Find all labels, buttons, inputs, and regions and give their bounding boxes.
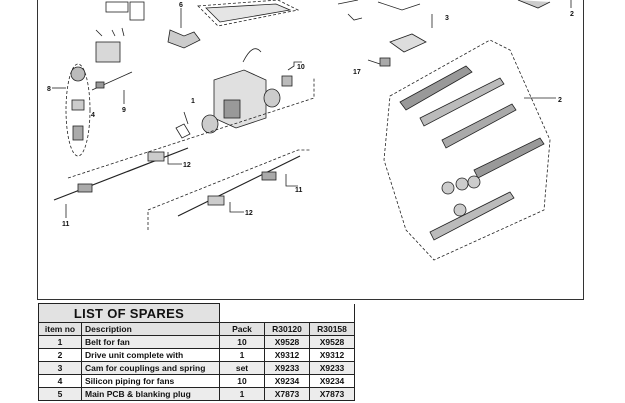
- fan-gear: [70, 66, 86, 82]
- lower-worm-gear: [261, 171, 277, 181]
- callout-11b: 11: [295, 187, 303, 194]
- callout-11a: 11: [62, 221, 70, 228]
- diagram-drawing: 6 8 4 9 1 10 12 11 12 11 3 17 2 2: [47, 0, 574, 261]
- callout-4: 4: [91, 112, 95, 119]
- callout-10: 10: [297, 64, 305, 71]
- part-3-cam-assembly: [389, 33, 427, 53]
- top-clip-part: [129, 1, 145, 21]
- screws-group: [95, 27, 125, 37]
- top-bracket-part: [105, 1, 129, 13]
- callout-10-leader: [287, 61, 302, 71]
- header-pack: Pack: [219, 322, 265, 336]
- upper-drive-shaft: [53, 147, 189, 201]
- callout-8: 8: [47, 86, 51, 93]
- callout-11b-leader: [285, 174, 298, 187]
- upper-worm-gear: [77, 183, 93, 193]
- bogie-frame-5: [429, 191, 515, 241]
- table-row: 1 Belt for fan 10 X9528 X9528: [38, 335, 355, 349]
- table-row: 5 Main PCB & blanking plug 1 X7873 X7873: [38, 387, 355, 401]
- callout-9: 9: [122, 107, 126, 114]
- shaft-collar: [95, 81, 105, 89]
- part-10-coupling: [281, 75, 293, 87]
- callout-3: 3: [445, 15, 449, 22]
- fan-stack-enclosure: [65, 63, 91, 157]
- motor-block: [213, 69, 267, 129]
- table-row: 3 Cam for couplings and spring set X9233…: [38, 361, 355, 375]
- upper-coupling: [147, 151, 165, 162]
- wheel-1: [441, 181, 455, 195]
- callout-12a-leader: [167, 152, 182, 165]
- screws-right: [337, 0, 363, 21]
- lower-drive-enclosure: [147, 149, 310, 230]
- part-6-bracket: [167, 29, 201, 49]
- header-item-no: item no: [38, 322, 82, 336]
- callout-17: 17: [353, 69, 361, 76]
- bogie-enclosure: [383, 39, 551, 261]
- part-17-bush: [379, 57, 391, 67]
- table-row: 2 Drive unit complete with 1 X9312 X9312: [38, 348, 355, 362]
- spares-table: LIST OF SPARES item no Description Pack …: [38, 303, 355, 401]
- exploded-parts-diagram: 6 8 4 9 1 10 12 11 12 11 3 17 2 2: [37, 0, 584, 300]
- fan-body: [72, 125, 84, 141]
- top-right-part: [517, 0, 551, 9]
- flywheel-left: [201, 114, 219, 134]
- callout-1-leader: [183, 111, 189, 125]
- top-plate-outline: [197, 0, 300, 27]
- bogie-frame-3: [441, 103, 517, 149]
- lower-drive-shaft: [177, 155, 301, 217]
- upper-drive-enclosure: [67, 78, 315, 179]
- callout-2a: 2: [570, 11, 574, 18]
- callout-12b-leader: [229, 202, 244, 213]
- wheel-2: [455, 177, 469, 191]
- bogie-frame-4: [473, 137, 545, 179]
- top-plate: [205, 3, 292, 23]
- motor-wires: [242, 48, 262, 63]
- flywheel-right: [263, 88, 281, 108]
- header-r30120: R30120: [264, 322, 310, 336]
- spares-title: LIST OF SPARES: [38, 303, 220, 323]
- header-description: Description: [81, 322, 220, 336]
- lower-coupling: [207, 195, 225, 206]
- callout-12b: 12: [245, 210, 253, 217]
- bogie-frame-1: [399, 65, 473, 111]
- belt-part: [175, 123, 191, 139]
- spares-header-row: item no Description Pack R30120 R30158: [38, 322, 355, 336]
- fan-bush: [71, 99, 85, 111]
- callout-17-leader: [367, 59, 381, 65]
- callout-6: 6: [179, 2, 183, 9]
- bogie-frame-2: [419, 77, 505, 127]
- wheel-4: [467, 175, 481, 189]
- callout-12a: 12: [183, 162, 191, 169]
- motor-core: [223, 99, 241, 119]
- header-r30158: R30158: [309, 322, 355, 336]
- motor-housing-part: [95, 41, 121, 63]
- spring-parts: [377, 1, 421, 11]
- table-row: 4 Silicon piping for fans 10 X9234 X9234: [38, 374, 355, 388]
- callout-2b: 2: [558, 97, 562, 104]
- wheel-3: [453, 203, 467, 217]
- callout-1: 1: [191, 98, 195, 105]
